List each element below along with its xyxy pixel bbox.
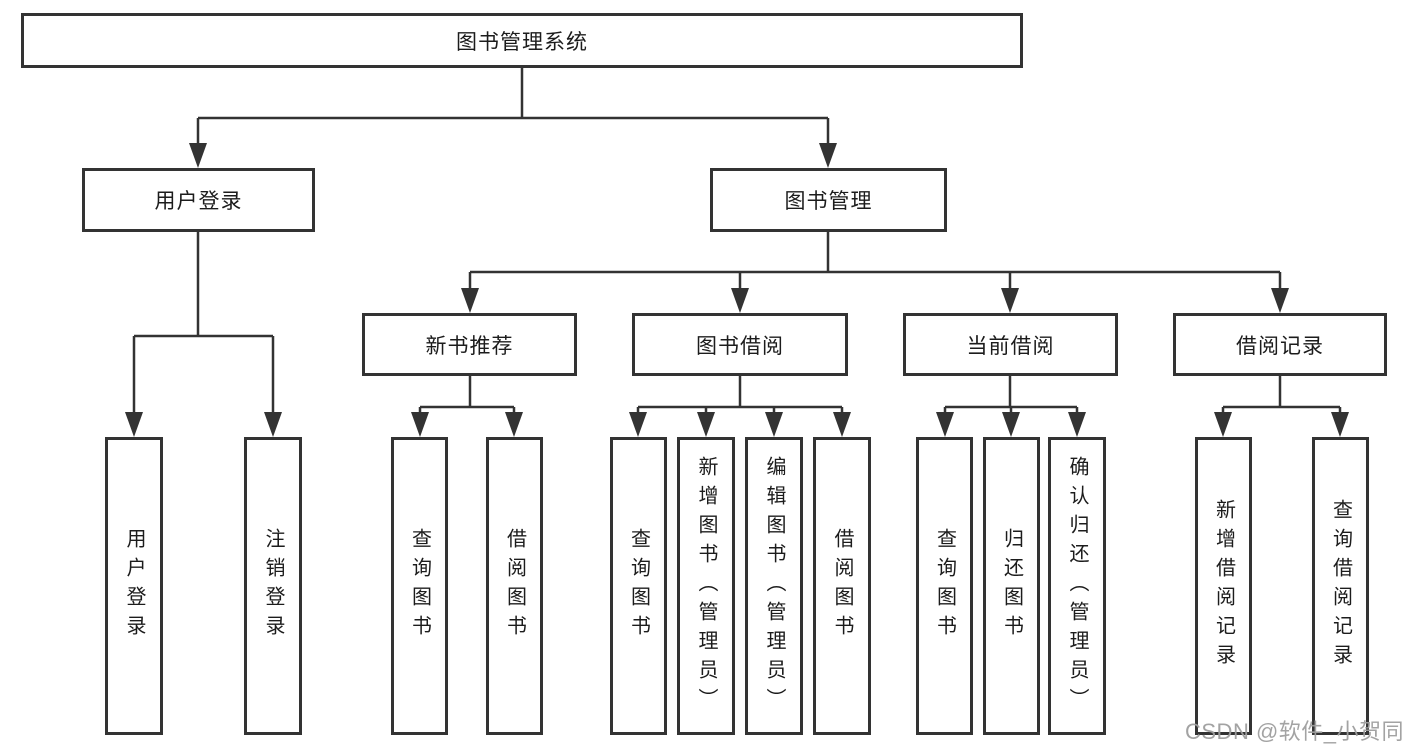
leaf-query-borrow-record: 查询借阅记录: [1312, 437, 1369, 735]
node-new-book-recommendation: 新书推荐: [362, 313, 577, 376]
leaf-confirm-return-admin: 确认归还（管理员）: [1048, 437, 1106, 735]
leaf-borrow-books: 借阅图书: [813, 437, 871, 735]
leaf-add-borrow-record: 新增借阅记录: [1195, 437, 1252, 735]
leaf-edit-books-admin: 编辑图书（管理员）: [745, 437, 803, 735]
csdn-watermark: CSDN @软件_小贺同学: [1185, 719, 1405, 744]
node-book-management: 图书管理: [710, 168, 947, 232]
node-book-borrowing: 图书借阅: [632, 313, 848, 376]
connector-current-to-leaves: [936, 376, 1086, 437]
connector-records-to-leaves: [1214, 376, 1349, 437]
leaf-user-login: 用户登录: [105, 437, 163, 735]
connector-root-to-level2: [189, 68, 837, 168]
leaf-query-books: 查询图书: [610, 437, 667, 735]
connector-book-mgmt-to-level3: [461, 232, 1289, 313]
node-current-borrowing: 当前借阅: [903, 313, 1118, 376]
leaf-add-books-admin: 新增图书（管理员）: [677, 437, 735, 735]
node-library-management-system: 图书管理系统: [21, 13, 1023, 68]
node-user-login: 用户登录: [82, 168, 315, 232]
connector-borrowing-to-leaves: [629, 376, 851, 437]
connector-user-login-to-leaves: [125, 232, 282, 437]
leaf-return-books: 归还图书: [983, 437, 1040, 735]
leaf-query-books: 查询图书: [391, 437, 448, 735]
leaf-borrow-books: 借阅图书: [486, 437, 543, 735]
node-borrowing-records: 借阅记录: [1173, 313, 1387, 376]
connector-new-rec-to-leaves: [411, 376, 523, 437]
leaf-query-books: 查询图书: [916, 437, 973, 735]
leaf-logout: 注销登录: [244, 437, 302, 735]
